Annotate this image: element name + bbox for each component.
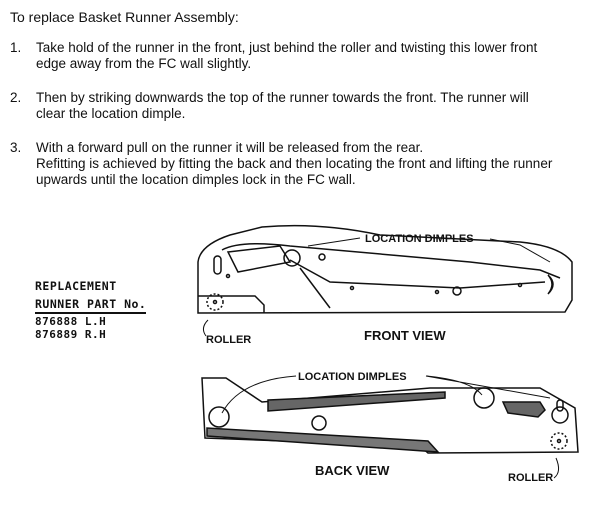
back-dimples-label: LOCATION DIMPLES — [298, 371, 407, 383]
back-view-drawing: LOCATION DIMPLES ROLLER BACK VIEW — [201, 371, 579, 484]
step-text: edge away from the FC wall slightly. — [36, 56, 252, 71]
part-number-left: 876888 L.H — [35, 315, 107, 328]
step-text: upwards until the location dimples lock … — [36, 172, 356, 187]
instructions-title: To replace Basket Runner Assembly: — [10, 9, 239, 25]
step-2: 2. Then by striking downwards the top of… — [10, 90, 595, 122]
step-3: 3. With a forward pull on the runner it … — [10, 140, 595, 188]
step-number: 1. — [10, 40, 22, 55]
step-text: Then by striking downwards the top of th… — [36, 90, 529, 105]
step-text: clear the location dimple. — [36, 106, 186, 121]
step-text: Refitting is achieved by fitting the bac… — [36, 156, 553, 171]
part-subheading: RUNNER PART No. — [35, 298, 147, 314]
back-roller-label: ROLLER — [508, 472, 553, 484]
step-1: 1. Take hold of the runner in the front,… — [10, 40, 595, 72]
front-dimples-label: LOCATION DIMPLES — [365, 233, 474, 245]
step-number: 3. — [10, 140, 22, 155]
steps-list: 1. Take hold of the runner in the front,… — [10, 40, 595, 206]
part-heading: REPLACEMENT — [35, 279, 117, 293]
part-number-block: REPLACEMENT RUNNER PART No. 876888 L.H 8… — [35, 279, 147, 341]
front-view-drawing: LOCATION DIMPLES ROLLER FRONT VIEW — [197, 224, 573, 346]
front-view-label: FRONT VIEW — [364, 328, 446, 343]
back-view-label: BACK VIEW — [315, 463, 390, 478]
step-number: 2. — [10, 90, 22, 105]
step-text: With a forward pull on the runner it wil… — [36, 140, 424, 155]
front-roller-label: ROLLER — [206, 334, 251, 346]
part-number-right: 876889 R.H — [35, 328, 107, 341]
step-text: Take hold of the runner in the front, ju… — [36, 40, 538, 55]
